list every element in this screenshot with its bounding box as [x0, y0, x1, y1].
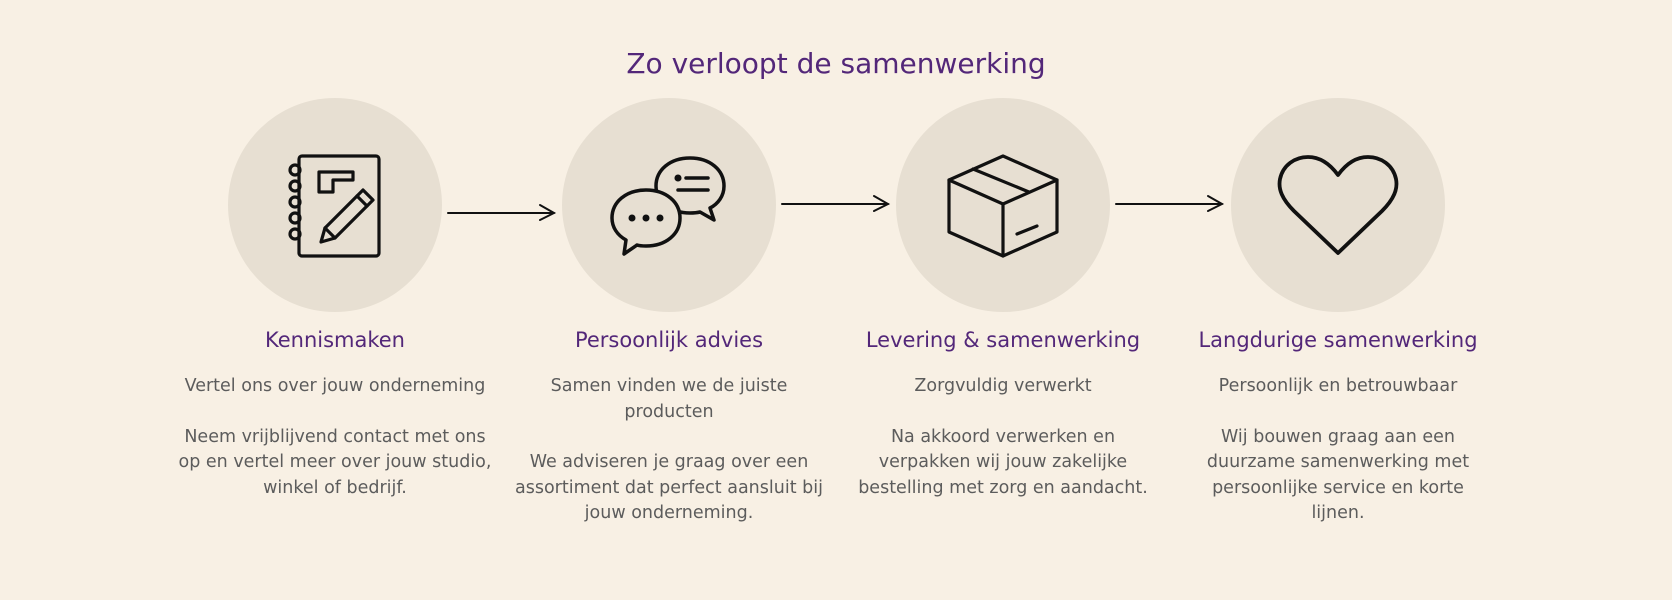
step-1-circle: [228, 98, 442, 312]
page-title: Zo verloopt de samenwerking: [626, 47, 1046, 80]
step-title: Kennismaken: [264, 328, 405, 352]
step-title: Langdurige samenwerking: [1198, 328, 1478, 352]
step-description: Neem vrijblijvend contact met ons op en …: [178, 426, 492, 498]
step-subtitle: Samen vinden we de juiste producten: [550, 376, 788, 422]
step-3-circle: [896, 98, 1110, 312]
chat-bubbles-icon: [610, 156, 726, 256]
step-title: Levering & samenwerking: [865, 328, 1141, 352]
step-title: Persoonlijk advies: [574, 328, 764, 352]
step-description: Na akkoord verwerken en verpakken wij jo…: [858, 426, 1148, 498]
step-4-circle: [1231, 98, 1445, 312]
arrow-right-icon: [1115, 195, 1225, 212]
step-description: Wij bouwen graag aan een duurzame samenw…: [1206, 426, 1470, 524]
step-4-text: Langdurige samenwerking Persoonlijk en b…: [1178, 322, 1498, 527]
step-subtitle: Zorgvuldig verwerkt: [914, 376, 1092, 396]
package-box-icon: [947, 154, 1059, 258]
step-description: We adviseren je graag over een assortime…: [515, 452, 823, 523]
heart-icon: [1277, 155, 1399, 255]
arrow-right-icon: [781, 195, 891, 212]
step-1-text: Kennismaken Vertel ons over jouw onderne…: [170, 322, 500, 501]
step-3-text: Levering & samenwerking Zorgvuldig verwe…: [843, 322, 1163, 501]
step-2-circle: [562, 98, 776, 312]
step-subtitle: Vertel ons over jouw onderneming: [184, 376, 486, 396]
arrow-right-icon: [447, 204, 557, 221]
step-2-text: Persoonlijk advies Samen vinden we de ju…: [514, 322, 824, 527]
step-subtitle: Persoonlijk en betrouwbaar: [1218, 376, 1458, 396]
notebook-pencil-icon: [288, 154, 381, 258]
